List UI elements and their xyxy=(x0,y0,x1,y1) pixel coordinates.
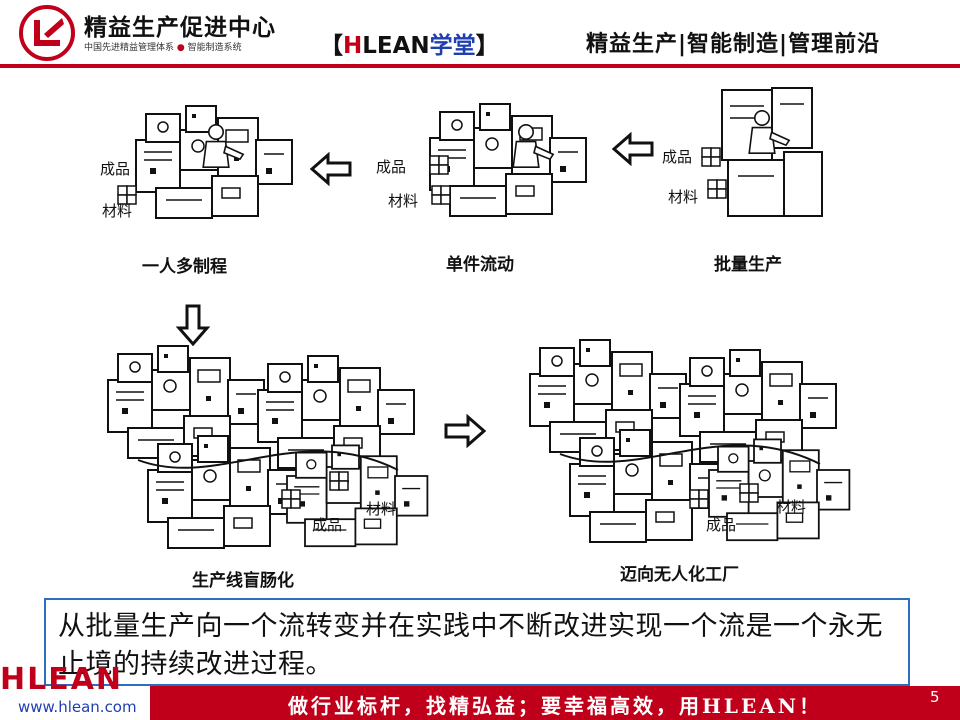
batch-label-product: 成品 xyxy=(662,148,693,166)
header-divider xyxy=(0,64,960,68)
arrow-right-icon xyxy=(444,414,486,448)
header-slogan: 精益生产|智能制造|管理前沿 xyxy=(586,32,881,57)
brand-badge: 【HLEAN学堂】 xyxy=(320,26,499,60)
arrow-down-icon xyxy=(176,304,210,346)
blind-label-material: 材料 xyxy=(366,500,397,518)
blind-label-product: 成品 xyxy=(312,516,343,534)
panel-multi-process: 成品 材料 一人多制程 xyxy=(96,96,306,277)
unmanned-label-product: 成品 xyxy=(706,516,737,534)
tagline-dot-icon: ● xyxy=(176,43,185,53)
multi-label-material: 材料 xyxy=(102,202,133,220)
org-tagline: 中国先进精益管理体系 ● 智能制造系统 xyxy=(84,40,242,53)
unmanned-caption: 迈向无人化工厂 xyxy=(620,565,739,585)
summary-text: 从批量生产向一个流转变并在实践中不断改进实现一个流是一个永无止境的持续改进过程。 xyxy=(58,611,883,680)
batch-caption: 批量生产 xyxy=(714,255,782,275)
single-caption: 单件流动 xyxy=(446,255,514,275)
arrow-left-icon xyxy=(310,152,352,186)
multi-label-product: 成品 xyxy=(100,160,131,178)
panel-batch-production: 成品 材料 批量生产 xyxy=(650,84,850,275)
arrow-left-icon xyxy=(612,132,654,166)
footer-url[interactable]: www.hlean.com xyxy=(18,698,137,716)
unmanned-label-material: 材料 xyxy=(776,498,807,516)
slide-header: 精益生产促进中心 中国先进精益管理体系 ● 智能制造系统 【HLEAN学堂】 精… xyxy=(0,0,960,72)
page-number: 5 xyxy=(930,688,940,706)
single-label-product: 成品 xyxy=(376,158,407,176)
single-label-material: 材料 xyxy=(388,192,419,210)
brand-bracket-close: 】 xyxy=(475,33,499,59)
brand-school: 学堂 xyxy=(429,33,476,59)
footer-slogan: 做行业标杆，找精弘益；要幸福高效，用HLEAN！ xyxy=(288,694,823,718)
org-tagline-right: 智能制造系统 xyxy=(187,43,242,53)
org-name: 精益生产促进中心 xyxy=(84,15,276,41)
batch-illustration xyxy=(701,87,823,217)
footer-bar xyxy=(150,686,960,720)
org-tagline-left: 中国先进精益管理体系 xyxy=(84,43,175,53)
batch-label-material: 材料 xyxy=(668,188,699,206)
multi-caption: 一人多制程 xyxy=(142,257,227,277)
brand-lean: LEAN xyxy=(362,33,430,59)
org-logo-icon xyxy=(19,5,75,61)
summary-box: 从批量生产向一个流转变并在实践中不断改进实现一个流是一个永无止境的持续改进过程。 xyxy=(44,598,910,686)
unmanned-illustration xyxy=(520,334,860,534)
brand-h: H xyxy=(343,33,363,59)
panel-blind-line: 成品 材料 生产线盲肠化 xyxy=(98,340,438,591)
brand-bracket-open: 【 xyxy=(320,33,343,59)
footer-logo: HLEAN xyxy=(0,662,124,697)
panel-unmanned-factory: 成品 材料 迈向无人化工厂 xyxy=(520,334,860,590)
panel-single-piece-flow: 成品 材料 单件流动 xyxy=(370,92,600,275)
blind-caption: 生产线盲肠化 xyxy=(192,571,294,591)
